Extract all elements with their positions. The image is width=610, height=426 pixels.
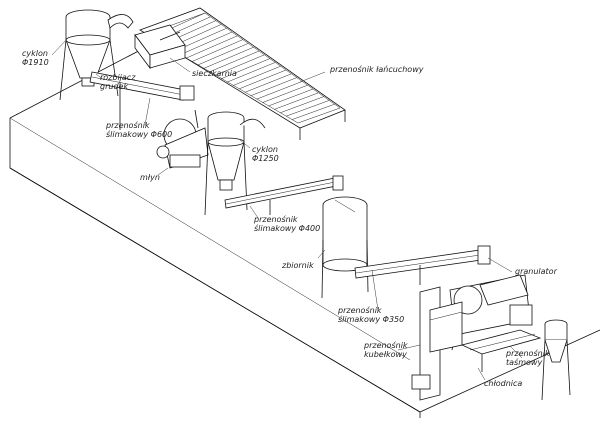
- conveyor-rung: [238, 69, 287, 90]
- conveyor-rung: [191, 39, 243, 63]
- conveyor-rung: [185, 35, 238, 59]
- conveyor-rung: [232, 65, 281, 86]
- leader-lines: [51, 37, 523, 381]
- conveyor-rung: [197, 43, 249, 66]
- floor-slab: [9, 44, 601, 418]
- conveyor-rung: [286, 100, 330, 117]
- conveyor-rung: [297, 107, 341, 124]
- cyclone-1250: [204, 111, 266, 216]
- conveyor-rung: [250, 77, 297, 97]
- mill: [156, 109, 209, 169]
- label-mlyn: młyn: [140, 173, 160, 182]
- bucket-elevator: [411, 286, 463, 401]
- screw-conveyor-600: [89, 71, 195, 130]
- label-zbiornik: zbiornik: [281, 261, 314, 270]
- conveyor-rung: [274, 92, 319, 110]
- small-cyclone: [541, 319, 571, 401]
- conveyor-rung: [268, 88, 314, 107]
- conveyor-rung: [280, 96, 324, 114]
- screw-conveyor-400: [224, 175, 344, 215]
- conveyor-rung: [209, 50, 260, 73]
- cooler: [460, 329, 542, 372]
- conveyor-rung: [262, 84, 308, 103]
- screw-conveyor-350: [354, 245, 491, 285]
- conveyor-rung: [256, 81, 303, 100]
- conveyor-rung: [291, 103, 335, 120]
- conveyor-rung: [203, 46, 254, 69]
- label-granulator: granulator: [515, 267, 558, 276]
- chopper: [134, 24, 186, 70]
- conveyor-rung: [226, 62, 276, 83]
- conveyor-rung: [179, 31, 233, 56]
- tank: [321, 196, 369, 299]
- label-chlodnica: chłodnica: [484, 379, 522, 388]
- conveyor-rung: [220, 58, 270, 80]
- granulator: [449, 274, 533, 351]
- cyclone-1910: [59, 9, 134, 101]
- label-przenosnik-lancuchowy: przenośnik łańcuchowy: [329, 64, 424, 74]
- label-sieczkarnia: sieczkarnia: [192, 69, 237, 78]
- conveyor-rung: [244, 73, 292, 93]
- conveyor-rung: [215, 54, 265, 76]
